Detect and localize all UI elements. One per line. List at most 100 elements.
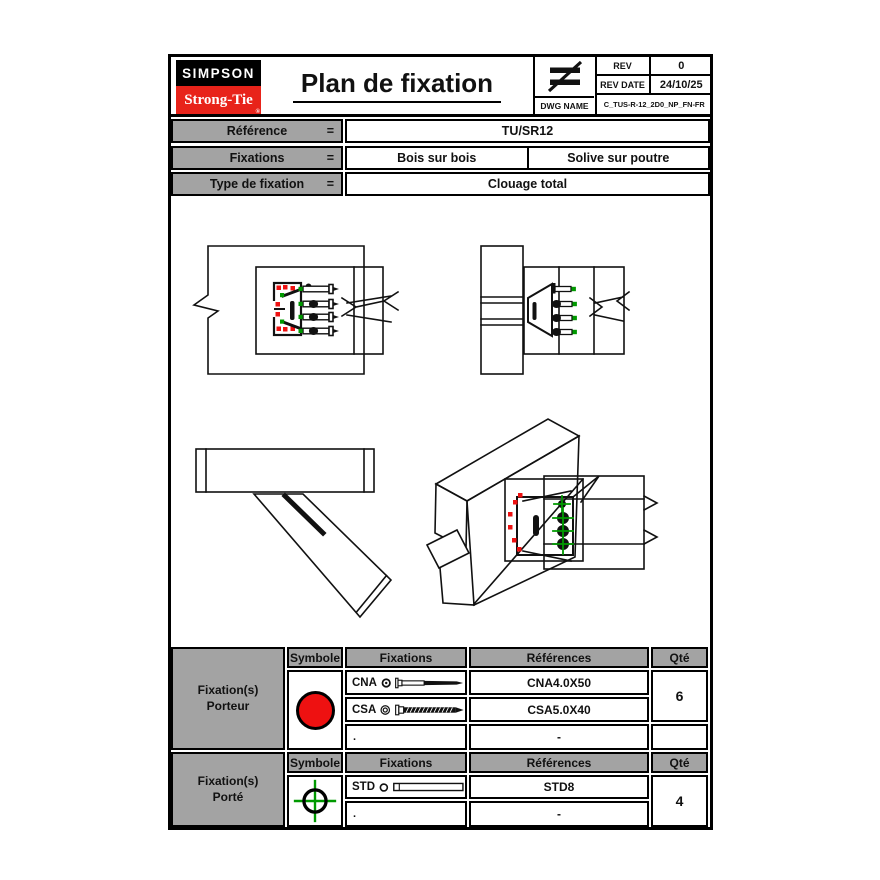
fastener-code: CSA [352,703,377,716]
rev-value: 0 [678,59,685,72]
header-fixations: Fixations [345,647,467,668]
equals-sign: = [326,124,334,138]
column-symbole: Symbole [287,752,343,827]
dwg-name-label: DWG NAME [533,98,594,114]
section-line2: Porteur [206,698,250,713]
dwg-name-value: C_TUS-R-12_2D0_NP_FN-FR [603,100,705,109]
section-label-porteur: Fixation(s) Porteur [171,647,285,750]
registered-trademark-icon: ® [255,109,260,115]
reference-cell: - [469,801,649,827]
info-row-fixations: Fixations = Bois sur bois Solive sur pou… [171,145,710,170]
fixations-porteur-table: Fixation(s) Porteur Symbole Fixations CN… [171,647,710,750]
view-isometric-3d [425,418,659,607]
fastener-code: . [353,808,357,820]
column-qty: Qté 4 [651,752,708,827]
fixations-porte-table: Fixation(s) Porté Symbole Fixations STD [171,752,710,827]
page-title: Plan de fixation [292,68,502,103]
header-symbole: Symbole [287,752,343,773]
reference-info-table: Référence = TU/SR12 Fixations = Bois sur… [171,119,710,199]
info-label: Fixations = [171,145,343,170]
header-symbole: Symbole [287,647,343,668]
rev-date-row: REV DATE 24/10/25 [596,76,712,95]
revision-table: REV 0 REV DATE 24/10/25 C_TUS-R-12_2D0_N… [594,57,713,114]
section-line1: Fixation(s) [197,773,259,788]
info-value-cell: Clouage total [487,177,568,191]
info-label: Type de fixation = [171,172,343,196]
reference-cell: - [469,724,649,750]
simpson-strongtie-logo: SIMPSON Strong-Tie ® [176,60,261,115]
info-value-cell: TU/SR12 [501,124,554,138]
fixation-row-empty: . [345,801,467,827]
logo-strongtie-label: Strong-Tie [184,91,253,108]
reference-cell: CSA5.0X40 [469,697,649,722]
side-view-nails [302,283,339,337]
info-label-text: Référence [226,124,288,138]
ring-dot-icon [381,677,391,688]
plan-view-nails [552,283,573,336]
fixation-row-csa: CSA [345,697,467,722]
column-fixations: Fixations CNA CSA [345,647,467,750]
view-front-section [192,245,400,375]
rev-date-label: REV DATE [597,76,651,93]
header-fixations: Fixations [345,752,467,773]
column-references: Références CNA4.0X50 CSA5.0X40 - [469,647,649,750]
symbol-cell-porte [287,775,343,827]
fastener-code: . [353,731,357,743]
section-line2: Porté [212,789,244,804]
logo-simpson-text: SIMPSON [176,60,261,86]
technical-drawing-views [192,245,659,619]
green-crosshair-symbol-icon [293,779,337,823]
info-row-type-fixation: Type de fixation = Clouage total [171,172,710,196]
std-dowel-icon [392,782,464,792]
rev-label: REV [597,57,651,74]
section-line1: Fixation(s) [197,682,259,697]
csa-screw-icon [394,704,464,715]
info-value-cell: Solive sur poutre [526,147,709,168]
std-dowel-markers-green [280,286,303,333]
column-qty: Qté 6 [651,647,708,750]
iso-green-dowel-markers [552,495,574,555]
column-references: Références STD8 - [469,752,649,827]
fixation-row-cna: CNA [345,670,467,695]
not-equal-projection-icon [547,60,582,92]
cna-nail-markers-red [275,285,295,332]
qty-cell-porte: 4 [651,775,708,827]
cna-nail-icon [395,677,464,688]
info-label: Référence = [171,119,343,143]
header-qty: Qté [651,647,708,668]
plan-nail-tips-green [571,286,577,335]
fixation-row-empty: . [345,724,467,750]
circle-icon [379,782,389,792]
info-label-text: Type de fixation [209,177,305,191]
rev-date-value: 24/10/25 [659,78,703,91]
symbol-cell-porteur [287,670,343,750]
double-ring-icon [380,704,391,715]
red-circle-symbol-icon [295,690,335,730]
column-symbole: Symbole [287,647,343,750]
qty-cell-porteur: 6 [651,670,708,722]
info-row-reference: Référence = TU/SR12 [171,119,710,143]
reference-cell: STD8 [469,775,649,799]
header-references: Références [469,647,649,668]
rev-row: REV 0 [596,57,712,76]
equals-sign: = [326,177,334,191]
info-label-text: Fixations [229,150,285,165]
view-top-plan [480,245,631,375]
equals-sign: = [326,150,334,165]
fastener-code: STD [352,781,375,793]
logo-strongtie-text: Strong-Tie ® [176,86,261,115]
dwg-name-row: C_TUS-R-12_2D0_NP_FN-FR [597,95,713,114]
info-value-cell: Bois sur bois [397,150,477,165]
info-value: Clouage total [345,172,710,196]
reference-cell: CNA4.0X50 [469,670,649,695]
header-references: Références [469,752,649,773]
fixation-row-std: STD [345,775,467,799]
view-angled-side [195,448,393,619]
drawing-sheet: SIMPSON Strong-Tie ® Plan de fixation DW… [168,54,713,830]
column-fixations: Fixations STD . [345,752,467,827]
header-qty: Qté [651,752,708,773]
section-label-porte: Fixation(s) Porté [171,752,285,827]
info-value: Bois sur bois Solive sur poutre [345,145,710,170]
fastener-code: CNA [352,676,377,689]
